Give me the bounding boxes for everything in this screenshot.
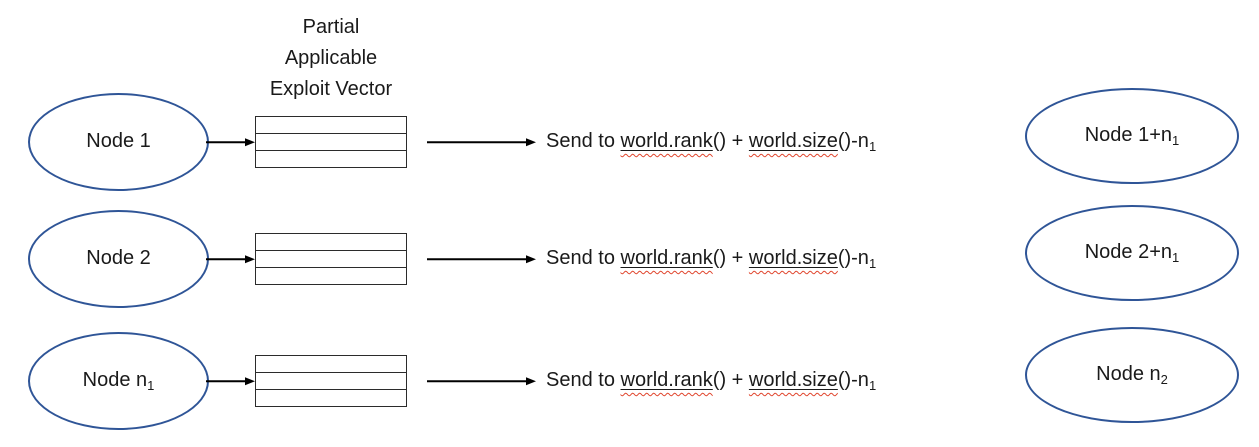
send-suffix: ()-n <box>837 369 869 391</box>
subscript: 1 <box>868 256 877 271</box>
right-arrow-connector <box>206 380 246 382</box>
source-node-ellipse: Node 1 <box>28 93 209 191</box>
vector-cell <box>256 250 406 267</box>
send-instruction-text: Send to world.rank() + world.size()-n1 <box>546 130 876 154</box>
vector-box-title-line: Applicable <box>284 47 378 69</box>
code-term-text: world.rank <box>620 130 713 152</box>
subscript: 1 <box>868 139 877 154</box>
vector-cell <box>256 372 406 389</box>
send-mid: () + <box>712 369 749 391</box>
code-term: world.rank <box>621 247 713 269</box>
code-term-text: world.rank <box>620 247 713 269</box>
send-prefix: Send to <box>546 247 621 269</box>
exploit-vector-box <box>255 355 407 407</box>
code-term: world.rank <box>621 130 713 152</box>
subscript: 1 <box>147 378 155 393</box>
send-prefix: Send to <box>546 130 621 152</box>
vector-cell <box>256 133 406 150</box>
source-node-label: Node n1 <box>82 369 155 393</box>
code-term: world.size <box>749 369 838 391</box>
target-node-ellipse: Node 2+n1 <box>1025 205 1239 301</box>
code-term-text: world.rank <box>620 369 713 391</box>
vector-cell <box>256 150 406 167</box>
subscript: 1 <box>868 378 877 393</box>
send-suffix: ()-n <box>837 130 869 152</box>
right-arrow-connector <box>427 380 527 382</box>
code-term-text: world.size <box>748 247 838 269</box>
right-arrow-connector <box>427 258 527 260</box>
exploit-vector-box <box>255 116 407 168</box>
vector-cell <box>256 267 406 284</box>
exploit-vector-box <box>255 233 407 285</box>
send-mid: () + <box>712 130 749 152</box>
source-node-ellipse: Node n1 <box>28 332 209 430</box>
code-term-text: world.size <box>748 369 838 391</box>
target-node-ellipse: Node n2 <box>1025 327 1239 423</box>
target-node-label: Node 1+n1 <box>1084 124 1180 148</box>
send-instruction-text: Send to world.rank() + world.size()-n1 <box>546 369 876 393</box>
vector-cell <box>256 117 406 133</box>
vector-box-title-line: Partial <box>302 16 360 38</box>
send-prefix: Send to <box>546 369 621 391</box>
source-node-label: Node 2 <box>86 247 151 269</box>
source-node-label: Node 1 <box>86 130 151 152</box>
vector-box-title: Partial Applicable Exploit Vector <box>221 12 441 105</box>
source-node-ellipse: Node 2 <box>28 210 209 308</box>
code-term: world.size <box>749 247 838 269</box>
subscript: 1 <box>1172 250 1180 265</box>
subscript: 2 <box>1160 372 1168 387</box>
subscript: 1 <box>1172 133 1180 148</box>
right-arrow-connector <box>206 258 246 260</box>
target-node-ellipse: Node 1+n1 <box>1025 88 1239 184</box>
vector-cell <box>256 356 406 372</box>
right-arrow-connector <box>427 141 527 143</box>
target-node-label: Node n2 <box>1096 363 1168 387</box>
vector-cell <box>256 389 406 406</box>
send-mid: () + <box>712 247 749 269</box>
vector-cell <box>256 234 406 250</box>
code-term-text: world.size <box>748 130 838 152</box>
code-term: world.rank <box>621 369 713 391</box>
send-suffix: ()-n <box>837 247 869 269</box>
right-arrow-connector <box>206 141 246 143</box>
code-term: world.size <box>749 130 838 152</box>
target-node-label: Node 2+n1 <box>1084 241 1180 265</box>
vector-box-title-line: Exploit Vector <box>269 78 393 100</box>
send-instruction-text: Send to world.rank() + world.size()-n1 <box>546 247 876 271</box>
